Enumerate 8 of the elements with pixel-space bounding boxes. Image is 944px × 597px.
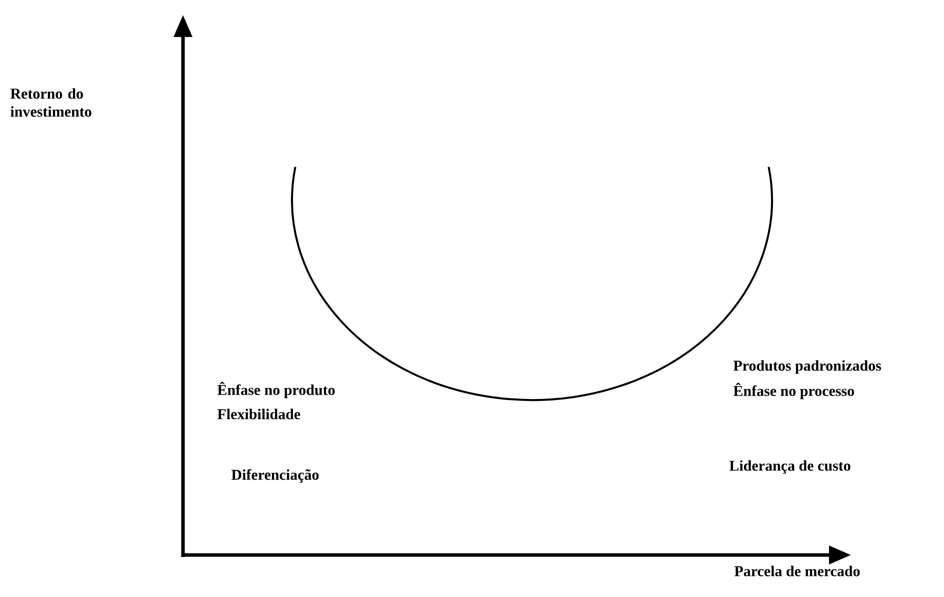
text-label: Diferenciação	[231, 469, 319, 483]
text-label: Flexibilidade	[217, 408, 300, 420]
axis-label: Retorno do investimento	[10, 88, 92, 117]
text-label: Ênfase no processo	[733, 382, 854, 400]
text-label: Ênfase no produto	[217, 382, 335, 398]
axis-label: Parcela de mercado	[734, 566, 860, 576]
text-label: Liderança de custo	[729, 460, 850, 474]
text-label: Produtos padronizados	[733, 360, 882, 374]
